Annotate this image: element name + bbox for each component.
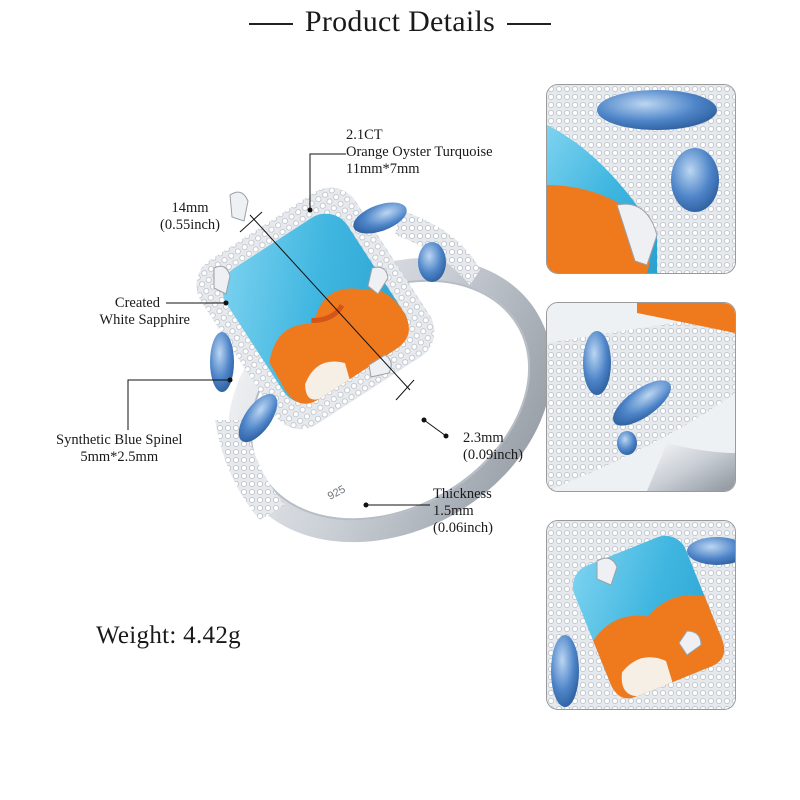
blue-spinel-stone xyxy=(210,332,234,392)
thickness-mm: 1.5mm xyxy=(433,503,474,519)
closeup-side-stones-image xyxy=(547,85,735,273)
thickness-title: Thickness xyxy=(433,486,492,502)
closeup-main-stone-image xyxy=(547,521,735,709)
band-width-label: 2.3mm (0.09inch) xyxy=(463,430,523,464)
weight-label: Weight: 4.42g xyxy=(96,622,241,649)
thickness-inch: (0.06inch) xyxy=(433,520,493,536)
white-sapphire-line1: Created xyxy=(114,295,160,311)
thumbnail-side-stones[interactable] xyxy=(546,84,736,274)
main-turquoise-stone xyxy=(222,213,409,404)
blue-spinel-label: Synthetic Blue Spinel 5mm*2.5mm xyxy=(56,432,182,466)
thumbnail-blue-spinel-cluster[interactable] xyxy=(546,302,736,492)
stamp-925: 925 xyxy=(326,483,348,502)
main-stone-carat: 2.1CT xyxy=(346,127,383,143)
band-width-mm: 2.3mm xyxy=(463,430,504,446)
thumbnail-main-stone[interactable] xyxy=(546,520,736,710)
thickness-label: Thickness 1.5mm (0.06inch) xyxy=(433,486,493,537)
page-title-text: Product Details xyxy=(304,5,496,38)
main-stone-name: Orange Oyster Turquoise xyxy=(346,144,493,160)
main-stone-size: 11mm*7mm xyxy=(346,161,420,177)
white-sapphire-label: Created White Sapphire xyxy=(99,295,190,329)
blue-spinel-name: Synthetic Blue Spinel xyxy=(56,432,183,448)
band-width-inch: (0.09inch) xyxy=(463,447,523,463)
blue-spinel-size: 5mm*2.5mm xyxy=(80,449,159,465)
white-sapphire-line2: White Sapphire xyxy=(99,312,190,328)
length-inch: (0.55inch) xyxy=(160,217,220,233)
page-title: Product Details xyxy=(0,2,800,42)
closeup-blue-spinel-image xyxy=(547,303,735,491)
title-dash-left xyxy=(248,23,293,25)
length-label: 14mm (0.55inch) xyxy=(160,200,220,234)
title-dash-right xyxy=(507,23,552,25)
length-mm: 14mm xyxy=(171,200,209,216)
main-stone-label: 2.1CT Orange Oyster Turquoise 11mm*7mm xyxy=(346,127,493,178)
